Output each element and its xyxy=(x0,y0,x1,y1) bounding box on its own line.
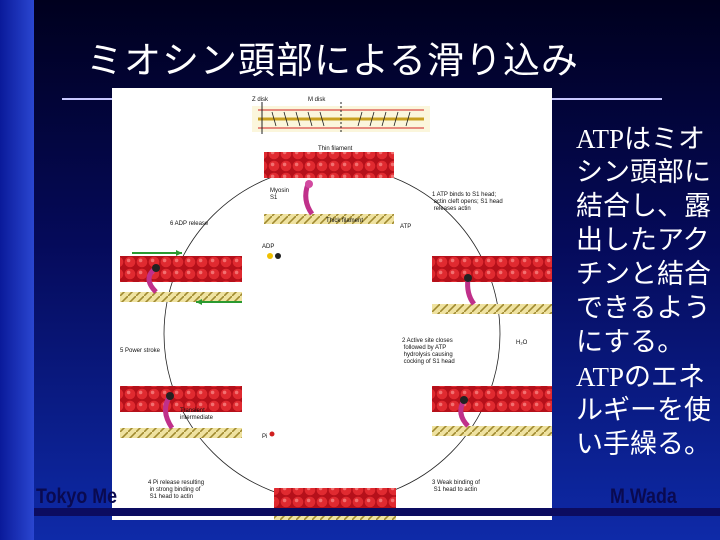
panel-left-lower xyxy=(120,386,242,438)
atp-label: ATP xyxy=(400,224,411,230)
description-text: ATPはミオ シン頭部に 結合し、露 出したアク チンと結合 できるよう にする… xyxy=(576,122,716,462)
panel-right-upper xyxy=(432,256,552,314)
footer-author: M.Wada xyxy=(610,485,677,508)
m-disk-label: M disk xyxy=(308,97,326,103)
description-line: シン頭部に xyxy=(576,157,711,188)
step-6-label: 6 ADP release xyxy=(170,221,209,227)
footer-organization: Tokyo Me xyxy=(36,485,118,508)
description-line: ルギーを使 xyxy=(576,395,711,426)
footer-divider xyxy=(34,508,720,516)
thick-filament-label: Thick filament xyxy=(326,218,363,224)
description-line: ATPのエネ xyxy=(576,362,706,392)
pi-label: Pi xyxy=(262,434,267,440)
step-4-label: 4 Pi release resulting in strong binding… xyxy=(148,480,204,500)
thin-filament-label: Thin filament xyxy=(318,146,353,152)
description-line: にする。 xyxy=(576,327,685,358)
slide-title: ミオシン頭部による滑り込み xyxy=(86,39,579,82)
left-accent-bar xyxy=(0,0,34,540)
sarcomere-strip: Z disk M disk xyxy=(252,97,430,134)
description-line: チンと結合 xyxy=(576,259,711,290)
h2o-label: H₂O xyxy=(516,340,528,346)
z-disk-label: Z disk xyxy=(252,97,269,103)
description-line: ATPはミオ xyxy=(576,124,706,154)
step-3-label: 3 Weak binding of S1 head to actin xyxy=(432,480,480,493)
description-line: い手繰る。 xyxy=(576,429,711,460)
description-line: 結合し、露 xyxy=(576,191,711,222)
description-line: できるよう xyxy=(576,293,711,324)
step-1-label: 1 ATP binds to S1 head; actin cleft open… xyxy=(432,192,503,212)
panel-right-lower xyxy=(432,386,552,436)
panel-left-upper xyxy=(120,250,242,305)
step-5-label: 5 Power stroke xyxy=(120,348,161,354)
description-line: 出したアク xyxy=(576,225,710,256)
step-2-label: 2 Active site closes followed by ATP hyd… xyxy=(402,338,455,365)
adp-label: ADP xyxy=(262,244,274,250)
